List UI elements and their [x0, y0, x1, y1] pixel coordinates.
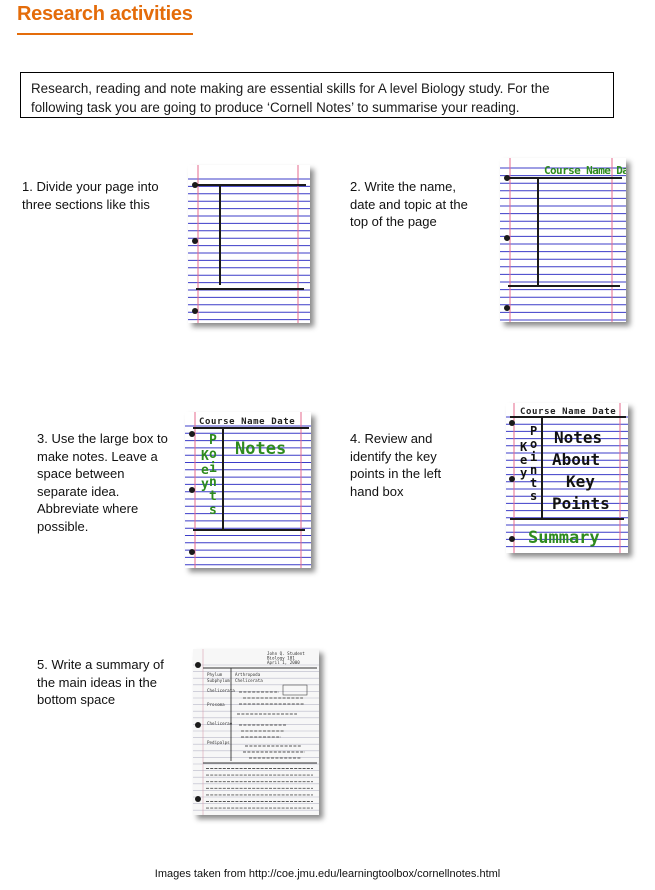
- example-cue-text: Chelicerata: [207, 688, 235, 693]
- punch-hole: [509, 420, 515, 426]
- key-letter: e: [520, 453, 527, 467]
- notes-text: Notes: [235, 439, 286, 459]
- intro-box: Research, reading and note making are es…: [20, 72, 614, 118]
- points-letter: i: [209, 461, 217, 476]
- header-text: Course Name Date: [520, 407, 616, 417]
- step-1-text: 1. Divide your page into three sections …: [22, 179, 159, 212]
- example-header-text: John Q. Student: [267, 651, 305, 656]
- page-title: Research activities: [17, 3, 193, 25]
- example-note-text: Arthropoda: [235, 672, 261, 677]
- step-4-text: 4. Review and identify the key points in…: [350, 431, 442, 499]
- points-letter: n: [530, 463, 537, 477]
- punch-hole: [509, 536, 515, 542]
- ruled-paper-1: [188, 165, 310, 323]
- footer-credit: Images taken from http://coe.jmu.edu/lea…: [154, 868, 501, 880]
- callout-box: [282, 684, 308, 696]
- title-underline: [17, 33, 193, 35]
- punch-hole: [195, 796, 201, 802]
- punch-hole: [195, 662, 201, 668]
- key-letter: y: [201, 477, 209, 492]
- example-header-text: April 1, 2000: [267, 660, 300, 665]
- example-header-text: Biology 101: [267, 656, 295, 661]
- key-letter: K: [201, 449, 209, 464]
- points-letter: o: [209, 447, 217, 462]
- points-letter: o: [530, 437, 537, 451]
- step-2-image: Course Name Date: [500, 158, 626, 322]
- key-letter: K: [520, 440, 528, 454]
- key-text: Key: [566, 472, 595, 491]
- example-cue-text: Subphylum: [207, 678, 230, 683]
- punch-hole: [504, 235, 510, 241]
- step-2-text: 2. Write the name, date and topic at the…: [350, 179, 468, 229]
- punch-hole: [195, 722, 201, 728]
- key-letter: e: [201, 463, 209, 478]
- about-text: About: [552, 450, 600, 469]
- punch-hole: [504, 305, 510, 311]
- step-3-text: 3. Use the large box to make notes. Leav…: [37, 431, 168, 534]
- intro-text: Research, reading and note making are es…: [31, 81, 550, 115]
- points-letter: P: [530, 424, 537, 438]
- punch-hole: [189, 549, 195, 555]
- header-text: Course Name Date: [199, 417, 295, 427]
- points-letter: i: [530, 450, 537, 464]
- example-cue-text: Chelicerae: [207, 721, 233, 726]
- ruled-paper-4: Course Name DateKeyPointsNotesAboutKeyPo…: [506, 403, 628, 553]
- punch-hole: [509, 476, 515, 482]
- points-text: Points: [552, 494, 610, 513]
- punch-hole: [192, 182, 198, 188]
- step-5-text: 5. Write a summary of the main ideas in …: [37, 657, 164, 707]
- points-letter: t: [530, 476, 537, 490]
- punch-hole: [192, 238, 198, 244]
- punch-hole: [192, 308, 198, 314]
- points-letter: s: [209, 503, 217, 518]
- punch-hole: [504, 175, 510, 181]
- points-letter: t: [209, 489, 217, 504]
- points-letter: s: [530, 489, 537, 503]
- example-cue-text: Phylum: [207, 672, 223, 677]
- punch-hole: [189, 487, 195, 493]
- example-cue-text: Pedipalps: [207, 740, 230, 745]
- key-letter: y: [520, 466, 527, 480]
- example-cue-text: Prosoma: [207, 702, 225, 707]
- step-1-image: [188, 165, 310, 323]
- points-letter: n: [209, 475, 217, 490]
- notes-text: Notes: [554, 428, 602, 447]
- ruled-paper-2: Course Name Date: [500, 158, 626, 322]
- header-text: Course Name Date: [544, 164, 626, 177]
- punch-hole: [189, 431, 195, 437]
- points-letter: P: [209, 433, 217, 448]
- summary-text: Summary: [528, 528, 600, 548]
- example-note-text: Chelicerata: [235, 678, 263, 683]
